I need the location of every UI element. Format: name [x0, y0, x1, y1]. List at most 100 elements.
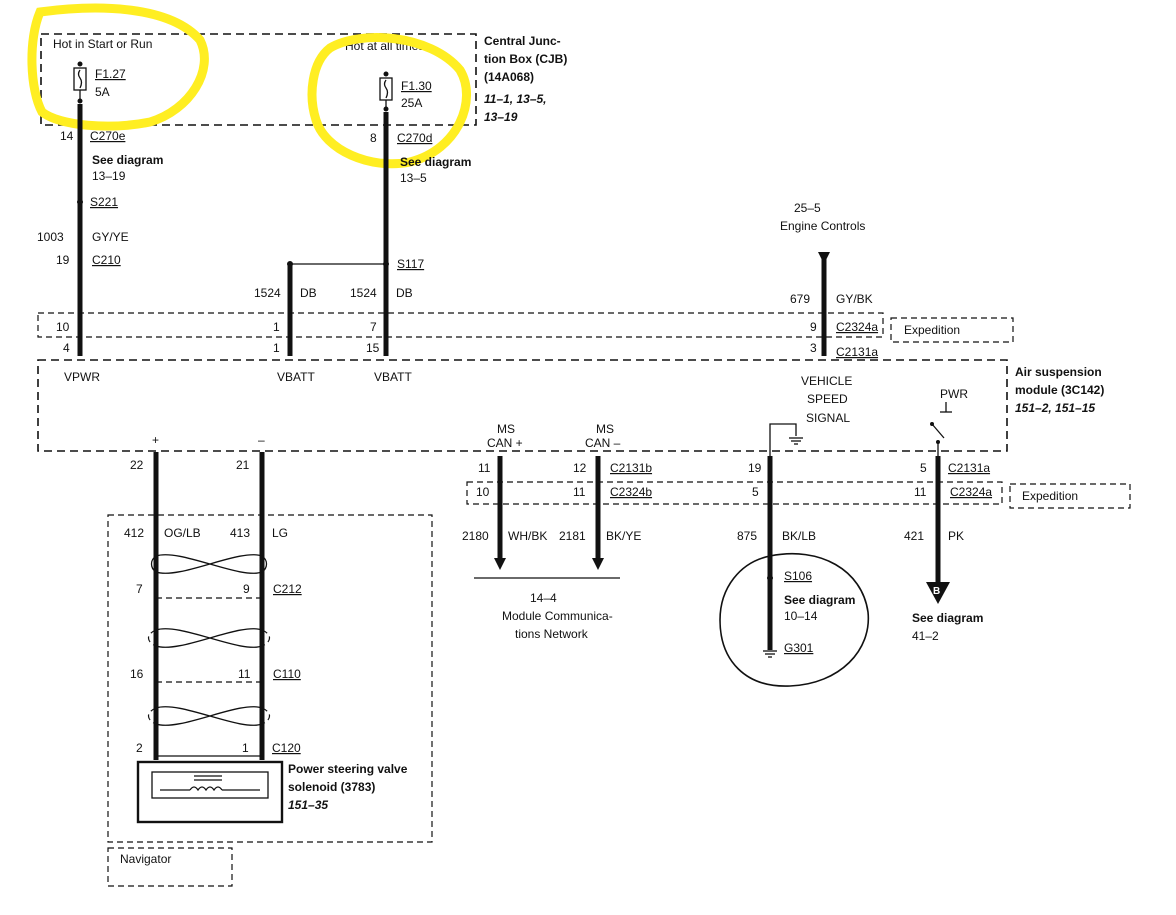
left-circuit-1003: 1003 — [37, 230, 64, 244]
module-title-1: Air suspension — [1015, 365, 1102, 379]
ground-see-ref: 10–14 — [784, 609, 818, 623]
c120-pin-1: 2 — [136, 741, 143, 755]
solenoid-inner-box — [151, 771, 269, 799]
navigator-label-box — [107, 847, 233, 887]
db-right-color: DB — [396, 286, 413, 300]
exp-top-pin-1: 10 — [56, 320, 70, 334]
cjb-title-1: Central Junc- — [484, 34, 561, 48]
c2131b-pin-1: 11 — [478, 461, 491, 475]
module-title-2: module (3C142) — [1015, 383, 1104, 397]
solenoid-box — [136, 760, 284, 824]
can-label-2: tions Network — [515, 627, 589, 641]
solenoid-coil-icon — [160, 775, 260, 792]
sol-w2-circuit: 413 — [230, 526, 250, 540]
pk-color: PK — [948, 529, 964, 543]
expedition-top-label-box — [890, 317, 1014, 343]
c110-pin-1: 16 — [130, 667, 144, 681]
c2131a-top-connector: C2131a — [836, 345, 878, 359]
navigator-area — [107, 514, 433, 843]
module-mscan-minus-2: CAN – — [585, 436, 621, 450]
cjb-part: (14A068) — [484, 70, 534, 84]
hot-start-run-label: Hot in Start or Run — [53, 37, 152, 51]
c2131b-connector: C2131b — [610, 461, 652, 475]
highlight-circle-right — [307, 33, 472, 169]
ground-g301-icon — [763, 650, 777, 658]
engine-color: GY/BK — [836, 292, 873, 306]
db-right-circuit: 1524 — [350, 286, 377, 300]
left-splice-s221: S221 — [90, 195, 118, 209]
ground-circuit: 875 — [737, 529, 757, 543]
sol-pin-22: 22 — [130, 458, 144, 472]
c2324b-pin-4: 11 — [914, 485, 927, 499]
can-wire2-circuit: 2181 — [559, 529, 586, 543]
can-ref: 14–4 — [530, 591, 557, 605]
fuse-f1-30-id: F1.30 — [401, 79, 432, 93]
sol-pin-21: 21 — [236, 458, 250, 472]
module-ground-icon — [769, 423, 803, 456]
fuse-f1-27-rating: 5A — [95, 85, 110, 99]
left-pin-14: 14 — [60, 129, 74, 143]
left-see-diagram: See diagram — [92, 153, 163, 167]
solenoid-title-2: solenoid (3783) — [288, 780, 375, 794]
c2324b-connector: C2324b — [610, 485, 652, 499]
db-left-color: DB — [300, 286, 317, 300]
twisted-pair-3-icon — [147, 706, 271, 726]
c2324a-bottom-connector: C2324a — [950, 485, 992, 499]
module-minus: – — [258, 433, 265, 447]
c2324b-pin-2: 11 — [573, 485, 586, 499]
engine-circuit: 679 — [790, 292, 810, 306]
fuse-f1-30-rating: 25A — [401, 96, 422, 110]
c2324b-pin-3: 5 — [752, 485, 759, 499]
pen-circle-ground — [719, 552, 870, 687]
solenoid-ref: 151–35 — [288, 798, 328, 812]
exp-top-pin-2: 1 — [273, 320, 280, 334]
c2131a-top-pin-3: 15 — [366, 341, 380, 355]
twisted-pair-1-icon — [150, 554, 268, 574]
c2131a-bottom-connector: C2131a — [948, 461, 990, 475]
module-vss-1: VEHICLE — [801, 374, 852, 388]
sol-w1-circuit: 412 — [124, 526, 144, 540]
c120-connector: C120 — [272, 741, 301, 755]
c212-connector: C212 — [273, 582, 302, 596]
c212-pin-2: 9 — [243, 582, 250, 596]
cjb-refs-2: 13–19 — [484, 110, 518, 124]
c2131a-top-pin-4: 3 — [810, 341, 817, 355]
module-box — [37, 359, 1008, 452]
c110-connector: C110 — [273, 667, 301, 681]
sol-w2-color: LG — [272, 526, 288, 540]
expedition-top-label: Expedition — [904, 323, 960, 337]
module-plus: + — [152, 433, 159, 447]
ground-see: See diagram — [784, 593, 855, 607]
sol-w1-color: OG/LB — [164, 526, 201, 540]
ground-splice: S106 — [784, 569, 812, 583]
can-wire1-color: WH/BK — [508, 529, 547, 543]
module-pwr-switch-icon — [930, 402, 952, 456]
right-c270d: C270d — [397, 131, 432, 145]
expedition-top-band — [37, 312, 884, 338]
can-wire1-circuit: 2180 — [462, 529, 489, 543]
solenoid-title-1: Power steering valve — [288, 762, 408, 776]
left-color-gyye: GY/YE — [92, 230, 129, 244]
left-c210-pin: 19 — [56, 253, 70, 267]
module-mscan-plus-1: MS — [497, 422, 515, 436]
right-pin-8: 8 — [370, 131, 377, 145]
highlight-circle-left — [27, 3, 209, 131]
pk-letter: B — [933, 586, 940, 597]
ground-color: BK/LB — [782, 529, 816, 543]
ground-g301: G301 — [784, 641, 814, 655]
c2131b-pin-3: 19 — [748, 461, 762, 475]
c120-pin-2: 1 — [242, 741, 249, 755]
right-splice-s117: S117 — [397, 257, 424, 271]
left-c270e: C270e — [90, 129, 126, 143]
module-mscan-minus-1: MS — [596, 422, 614, 436]
fuse-f1-30-icon — [379, 71, 393, 112]
module-pwr: PWR — [940, 387, 968, 401]
module-refs: 151–2, 151–15 — [1015, 401, 1095, 415]
module-vss-2: SPEED — [807, 392, 848, 406]
db-left-circuit: 1524 — [254, 286, 281, 300]
c2131b-pin-2: 12 — [573, 461, 587, 475]
c2131a-top-pin-2: 1 — [273, 341, 280, 355]
module-vbatt-1: VBATT — [277, 370, 315, 384]
c212-pin-1: 7 — [136, 582, 143, 596]
